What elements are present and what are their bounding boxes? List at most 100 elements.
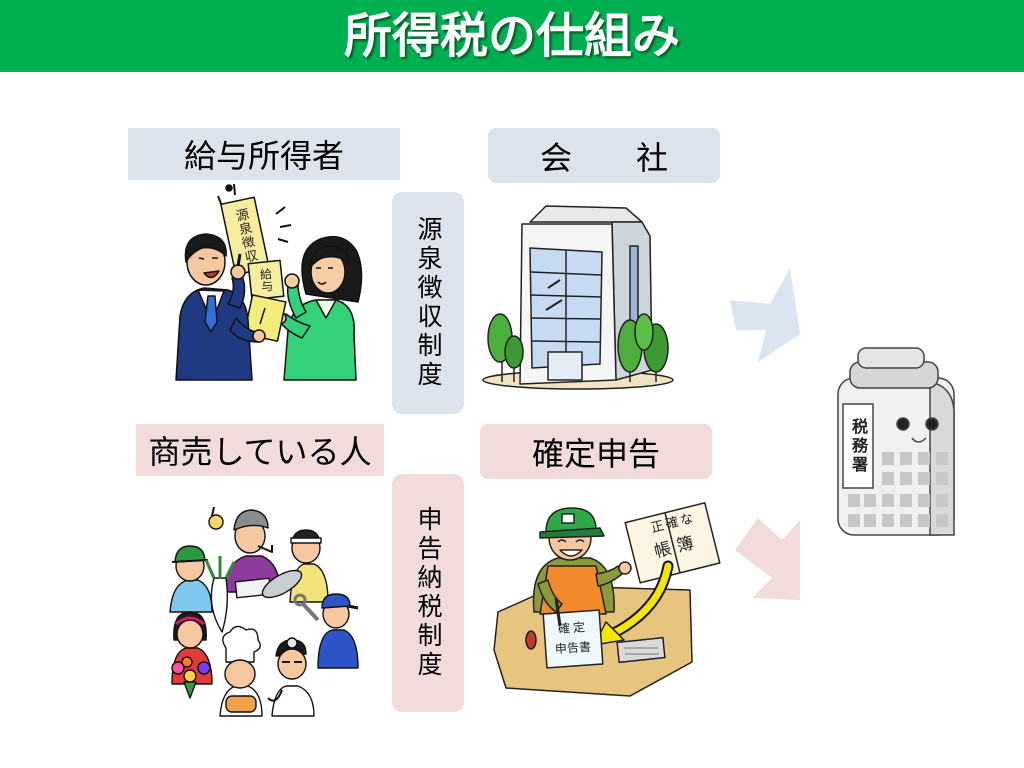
tax-office-left-eye — [896, 417, 910, 431]
calculator — [616, 636, 666, 664]
man-tie — [204, 295, 218, 333]
woman-mouth — [317, 281, 327, 285]
bouquet-stems — [183, 681, 197, 699]
headband — [290, 537, 322, 544]
chef-figure — [219, 625, 263, 717]
excitement-dot — [225, 184, 233, 192]
wrench — [301, 602, 320, 622]
elderly-man-pipe — [257, 545, 273, 553]
window — [882, 472, 894, 485]
wrench-head — [293, 593, 307, 607]
fishmonger-figure — [261, 529, 329, 603]
building-roof — [529, 205, 643, 223]
entrance — [547, 351, 583, 381]
window — [936, 472, 948, 485]
ledger-spine — [664, 512, 681, 574]
self-assessment-arrow — [735, 518, 800, 600]
flower — [197, 661, 211, 675]
man-eyes — [557, 539, 585, 543]
tax-office-smile — [911, 437, 927, 443]
elderly-man-figure — [223, 509, 281, 599]
excitement-line — [277, 238, 289, 243]
window — [936, 514, 948, 527]
seal-stamp — [525, 630, 537, 650]
radish-leaves — [204, 556, 236, 579]
chef-face — [224, 659, 256, 689]
window — [864, 514, 876, 527]
woman-bangs — [309, 245, 349, 269]
window — [848, 514, 860, 527]
tax-office-right-eye — [925, 417, 939, 431]
pencil — [211, 506, 215, 517]
calculator-keys — [624, 647, 659, 655]
tax-return-form — [542, 609, 604, 669]
window — [936, 452, 948, 465]
flower — [181, 656, 193, 668]
flower — [171, 661, 185, 675]
woman-raised-hand — [284, 273, 300, 289]
tree — [504, 335, 524, 369]
excitement-lines — [217, 183, 292, 243]
flower — [183, 669, 197, 683]
chef-hat — [222, 625, 261, 663]
man-smile — [559, 549, 583, 557]
tax-office-sign-lettering: 税務署 — [849, 417, 868, 475]
green-cap — [174, 545, 206, 563]
company-label: 会 社 — [488, 128, 720, 183]
man-pointing-finger — [236, 253, 242, 267]
pointing-hand — [618, 561, 632, 575]
green-cap-visor — [539, 527, 605, 539]
window — [848, 494, 860, 507]
green-cap-visor — [171, 559, 209, 563]
tax-office-roof-top — [857, 347, 925, 369]
head-mirror — [286, 637, 298, 649]
tree — [634, 313, 654, 351]
salaried-workers-illustration — [175, 183, 363, 381]
excitement-line — [279, 224, 292, 228]
pointer-arrow-body — [608, 562, 672, 638]
window-mullions — [530, 250, 602, 366]
tax-office-windows — [848, 452, 948, 527]
excitement-line — [233, 183, 236, 196]
slide-title: 所得税の仕組み — [343, 8, 680, 64]
salaried-workers-label: 給与所得者 — [128, 128, 400, 180]
man-figure — [175, 233, 266, 381]
self-assessment-system-label: 申告納税制度 — [392, 474, 464, 712]
woman-forward-arm — [279, 313, 311, 339]
pen — [554, 597, 562, 627]
window — [918, 472, 930, 485]
payslip-mark — [259, 307, 266, 325]
woman-figure — [273, 235, 363, 381]
doctor-face — [277, 648, 307, 680]
man-hair — [184, 233, 227, 263]
mechanic-figure — [293, 593, 359, 669]
final-tax-return-label: 確定申告 — [480, 424, 712, 479]
window — [900, 514, 912, 527]
ledger-book — [624, 502, 721, 584]
doctor-figure — [267, 637, 315, 717]
window — [882, 494, 894, 507]
man-mouth — [203, 270, 220, 279]
self-employed-people-illustration — [169, 506, 359, 717]
mechanic-cap-visor — [347, 604, 359, 610]
documents — [220, 196, 287, 342]
man-forward-hand — [252, 329, 266, 343]
excitement-line — [275, 206, 286, 215]
salary-paper-lettering: 給与 — [257, 267, 275, 293]
withholding-arrow — [730, 268, 800, 362]
window — [882, 452, 894, 465]
window — [882, 514, 894, 527]
woman-collar — [315, 299, 337, 319]
radish-root — [210, 577, 229, 633]
window — [936, 494, 948, 507]
window — [918, 494, 930, 507]
withholding-system-label: 源泉徴収制度 — [392, 192, 464, 414]
window — [900, 472, 912, 485]
radish — [204, 556, 236, 633]
window — [900, 494, 912, 507]
glass-reflections — [545, 279, 563, 311]
mechanic-body — [317, 629, 359, 669]
elderly-man-cap — [233, 509, 269, 531]
florist-headband — [175, 616, 205, 626]
